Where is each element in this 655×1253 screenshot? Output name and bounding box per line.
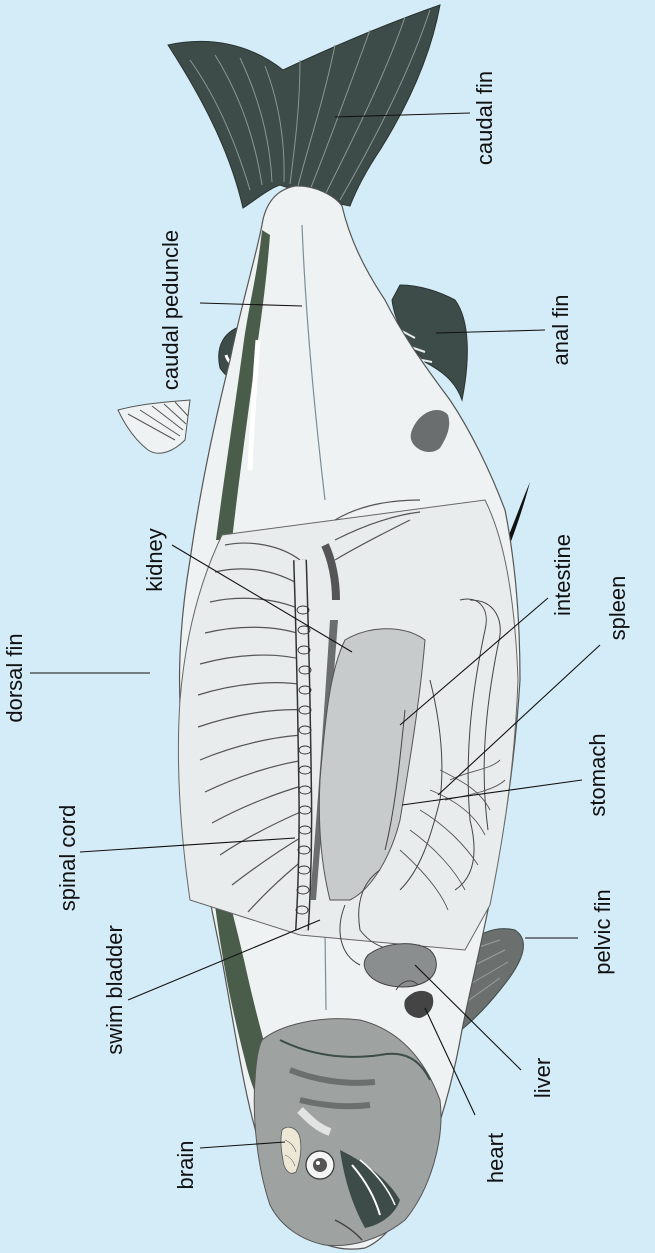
label-kidney: kidney [142,528,167,592]
label-stomach: stomach [585,733,610,816]
liver [364,944,436,987]
fish-head [254,1019,441,1246]
label-anal-fin: anal fin [548,295,573,366]
label-swim-bladder: swim bladder [102,925,127,1055]
label-spinal-cord: spinal cord [55,805,80,911]
label-heart: heart [483,1133,508,1183]
label-intestine: intestine [550,534,575,616]
dorsal-fin [118,400,190,453]
label-liver: liver [530,1058,555,1098]
label-dorsal-fin: dorsal fin [2,633,27,722]
label-brain: brain [173,1141,198,1190]
label-pelvic-fin: pelvic fin [590,889,615,975]
label-caudal-peduncle: caudal peduncle [158,230,183,390]
label-spleen: spleen [605,576,630,641]
label-caudal-fin: caudal fin [472,71,497,165]
caudal-fin [168,5,440,208]
